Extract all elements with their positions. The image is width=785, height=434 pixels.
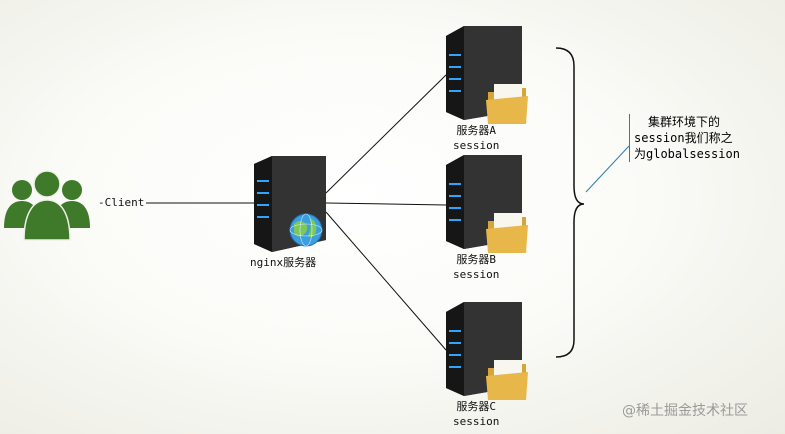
server-b-icon xyxy=(446,155,528,253)
server-a-name: 服务器A xyxy=(456,124,496,137)
client-label: -Client xyxy=(98,195,144,210)
server-c-name: 服务器C xyxy=(456,400,496,413)
folder-icon xyxy=(486,360,528,400)
server-a-session: session xyxy=(453,139,500,152)
curly-brace xyxy=(555,47,585,358)
server-a-label: 服务器A session xyxy=(453,123,499,153)
server-with-globe-icon xyxy=(254,156,326,252)
server-c-label: 服务器C session xyxy=(453,399,499,429)
global-session-note: 集群环境下的 session我们称之 为globalsession xyxy=(629,114,764,162)
server-b-name: 服务器B xyxy=(456,253,496,266)
note-line-2: session我们称之 xyxy=(634,131,733,145)
server-c-session: session xyxy=(453,415,500,428)
client-label-text: -Client xyxy=(98,196,145,209)
server-c-icon xyxy=(446,302,528,400)
watermark: @稀土掘金技术社区 xyxy=(622,403,748,419)
folder-icon xyxy=(486,213,528,253)
note-line-1: 集群环境下的 xyxy=(648,115,721,129)
user-group-icon xyxy=(4,170,90,241)
folder-icon xyxy=(486,84,528,124)
nginx-label: nginx服务器 xyxy=(250,256,317,269)
server-b-session: session xyxy=(453,268,500,281)
server-a-icon xyxy=(446,26,528,124)
nginx-to-server-c-line xyxy=(325,211,447,351)
server-b-label: 服务器B session xyxy=(453,252,499,282)
note-pointer-line xyxy=(585,145,630,193)
nginx-to-server-b-line xyxy=(325,202,447,206)
nginx-to-server-a-line xyxy=(325,74,447,194)
note-line-3: 为globalsession xyxy=(634,147,740,161)
